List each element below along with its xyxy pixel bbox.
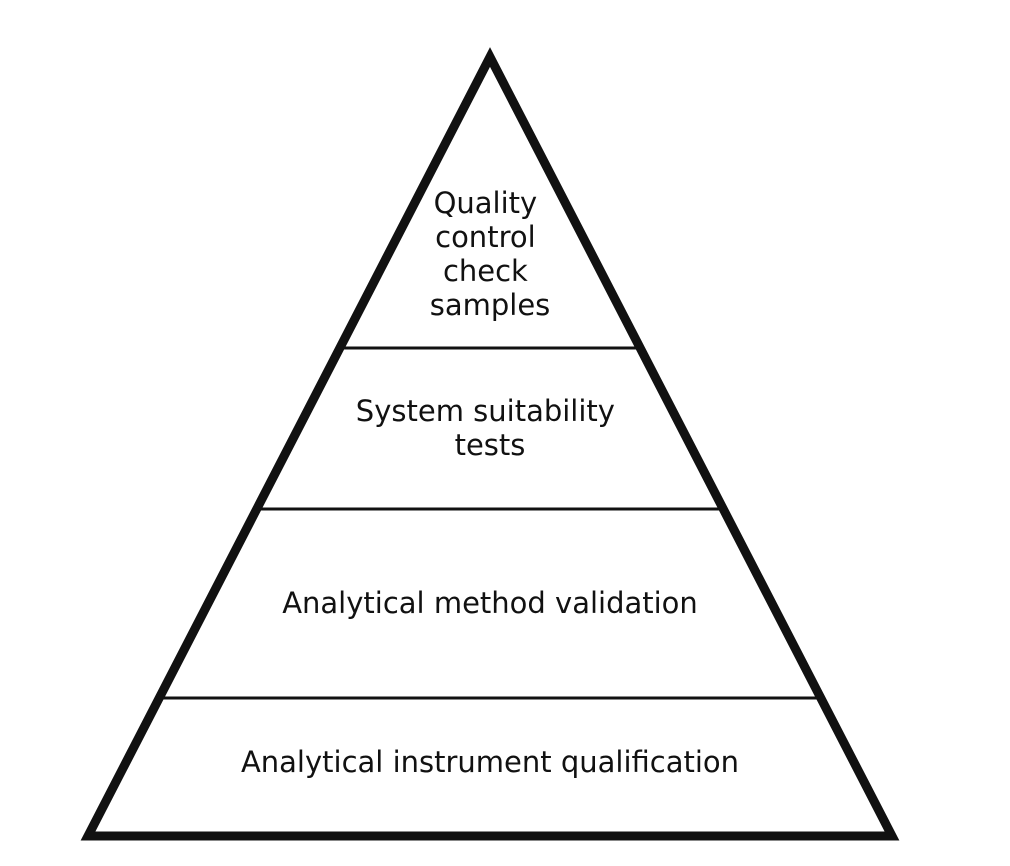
tier-1-line-3: check [443, 254, 528, 288]
tier-label-quality-control: Quality control check samples [430, 186, 551, 322]
tier-2-line-1: System suitability [356, 394, 615, 428]
tier-3-line-1: Analytical method validation [282, 586, 698, 620]
tier-1-line-4: samples [430, 288, 551, 322]
tier-1-line-2: control [435, 220, 536, 254]
tier-label-method-validation: Analytical method validation [282, 586, 698, 620]
tier-label-instrument-qualification: Analytical instrument qualification [241, 745, 739, 779]
pyramid-outline [80, 47, 900, 841]
tier-1-line-1: Quality [434, 186, 538, 220]
tier-2-line-2: tests [455, 428, 526, 462]
tier-label-system-suitability: System suitability tests [356, 394, 624, 462]
tier-4-line-1: Analytical instrument qualification [241, 745, 739, 779]
